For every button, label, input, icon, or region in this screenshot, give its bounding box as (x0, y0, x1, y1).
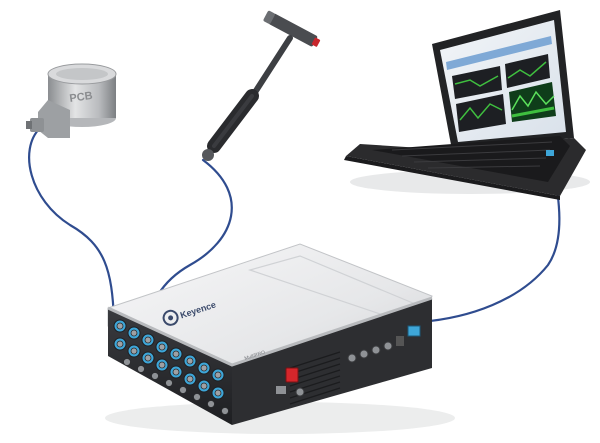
daq-front-panel (108, 308, 232, 425)
laptop (344, 10, 590, 200)
front-channel-connectors (113, 319, 229, 415)
analysis-software-window (446, 36, 556, 132)
data-acquisition-unit: Keyence MultiPRO (105, 243, 455, 434)
accelerometer-brand-label: PCB (69, 90, 94, 105)
accelerometer-cable (28, 126, 116, 322)
accelerometer-sensor: PCB (26, 63, 117, 138)
ethernet-port[interactable] (407, 325, 421, 337)
power-switch[interactable] (285, 367, 299, 383)
side-connectors (347, 341, 393, 363)
impact-hammer (202, 10, 321, 161)
